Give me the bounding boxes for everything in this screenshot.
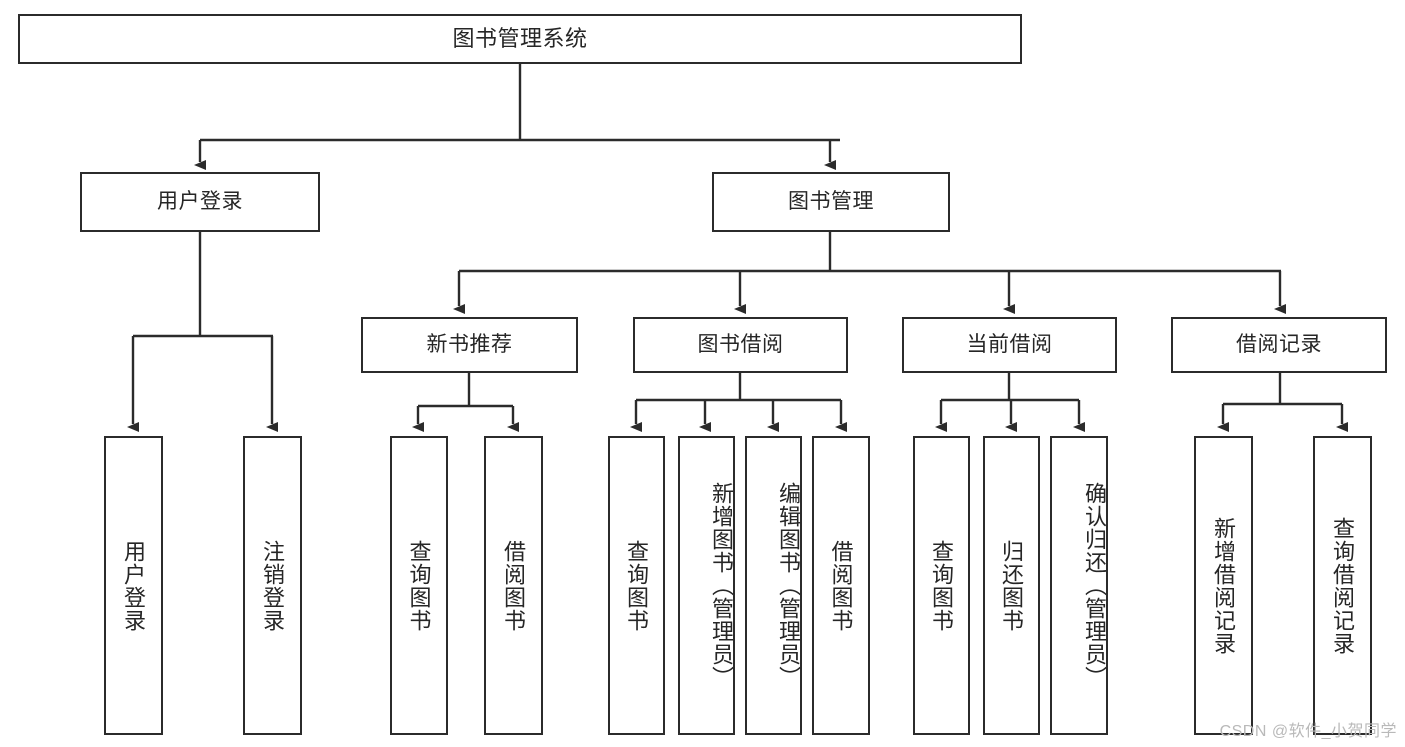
- leaf-edit-book-admin[interactable]: 编辑图书（管理员）: [745, 436, 802, 735]
- node-book-management[interactable]: 图书管理: [712, 172, 950, 232]
- leaf-query-borrow-record[interactable]: 查询借阅记录: [1313, 436, 1372, 735]
- leaf-add-book-admin[interactable]: 新增图书（管理员）: [678, 436, 735, 735]
- node-book-borrowing[interactable]: 图书借阅: [633, 317, 848, 373]
- leaf-borrow-book-borrow[interactable]: 借阅图书: [812, 436, 870, 735]
- node-borrowing-record[interactable]: 借阅记录: [1171, 317, 1387, 373]
- csdn-watermark: CSDN @软件_小贺同学: [1219, 723, 1397, 740]
- leaf-borrow-book-recommend[interactable]: 借阅图书: [484, 436, 543, 735]
- leaf-return-book[interactable]: 归还图书: [983, 436, 1040, 735]
- leaf-logout[interactable]: 注销登录: [243, 436, 302, 735]
- node-user-login[interactable]: 用户登录: [80, 172, 320, 232]
- leaf-confirm-return-admin[interactable]: 确认归还（管理员）: [1050, 436, 1108, 735]
- leaf-query-book-borrow[interactable]: 查询图书: [608, 436, 665, 735]
- leaf-query-book-recommend[interactable]: 查询图书: [390, 436, 448, 735]
- leaf-add-borrow-record[interactable]: 新增借阅记录: [1194, 436, 1253, 735]
- leaf-query-book-current[interactable]: 查询图书: [913, 436, 970, 735]
- leaf-user-login[interactable]: 用户登录: [104, 436, 163, 735]
- node-new-book-recommendation[interactable]: 新书推荐: [361, 317, 578, 373]
- node-root-book-management-system[interactable]: 图书管理系统: [18, 14, 1022, 64]
- node-current-borrowing[interactable]: 当前借阅: [902, 317, 1117, 373]
